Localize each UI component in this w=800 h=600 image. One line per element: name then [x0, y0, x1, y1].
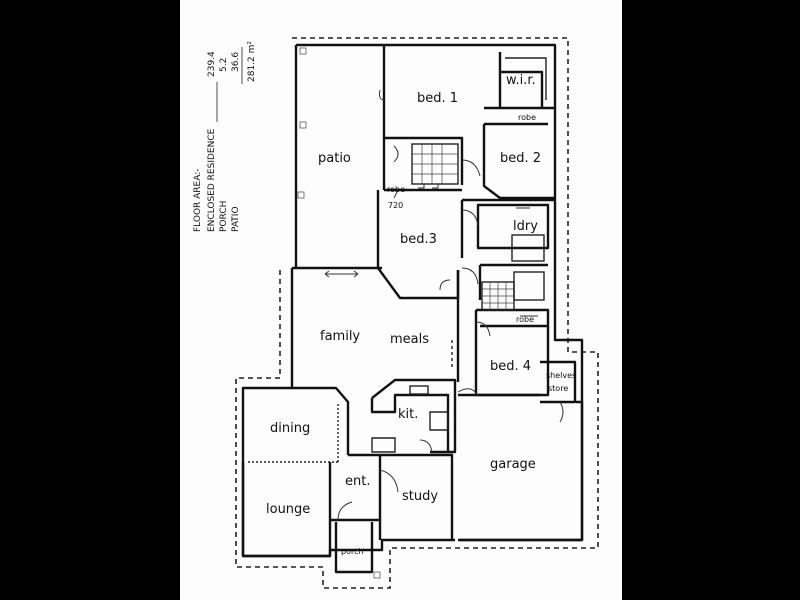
bathroom-tiles	[481, 234, 545, 311]
lounge-bay	[241, 462, 332, 558]
drawing-sheet	[180, 0, 622, 600]
post-marker	[299, 121, 307, 129]
floor-area-value-porch: 5.2	[219, 58, 229, 72]
room-label-bed3: bed.3	[400, 232, 437, 247]
bed1-walls	[382, 45, 544, 190]
post-marker	[297, 191, 305, 199]
laundry-walls	[460, 198, 555, 300]
room-label-robe-bed4: robe	[516, 315, 534, 324]
garage-walls	[458, 393, 584, 542]
boundary-outline	[235, 37, 599, 589]
room-label-study: study	[402, 489, 438, 504]
floor-area-label-porch: PORCH	[219, 201, 229, 232]
door-swings	[379, 89, 538, 337]
wir-walls	[505, 57, 547, 100]
store-walls	[540, 360, 577, 404]
room-label-patio: patio	[318, 151, 351, 166]
floor-area-value-patio: 36.6	[231, 52, 241, 72]
kitchen-pantry	[429, 411, 449, 431]
garage-doors	[457, 388, 564, 423]
floor-area-total: 281.2 m²	[247, 41, 257, 82]
room-label-bed1: bed. 1	[417, 91, 458, 106]
room-label-store: store	[548, 384, 568, 393]
room-label-garage: garage	[490, 457, 536, 472]
room-label-ldry: ldry	[513, 219, 538, 234]
ensuite-tiles	[393, 143, 459, 199]
porch-post	[373, 571, 381, 579]
room-label-shelves: shelves	[546, 371, 576, 380]
kitchen-island-end	[371, 437, 396, 453]
room-label-robe-dim: 720	[388, 201, 403, 210]
family-meals-walls	[292, 266, 460, 455]
porch-walls	[334, 522, 374, 574]
kitchen-sink	[409, 385, 429, 395]
post-marker	[299, 47, 307, 55]
floor-area-label-enclosed: ENCLOSED RESIDENCE	[207, 128, 217, 232]
room-label-lounge: lounge	[266, 502, 310, 517]
floor-area-value-enclosed: 239.4	[207, 51, 217, 77]
floor-area-heading: FLOOR AREA:-	[193, 168, 203, 232]
bed2-walls	[482, 106, 555, 200]
study-door	[379, 469, 399, 493]
room-label-robe-bed2: robe	[518, 113, 536, 122]
room-label-bed2: bed. 2	[500, 151, 541, 166]
entry-door	[337, 501, 353, 521]
room-label-wir: w.i.r.	[506, 73, 536, 88]
pantry-door	[419, 439, 433, 453]
room-label-porch: porch	[341, 547, 364, 556]
room-label-ent: ent.	[345, 474, 370, 489]
room-label-family: family	[320, 329, 360, 344]
room-label-bed4: bed. 4	[490, 359, 531, 374]
kitchen-bench	[370, 378, 457, 454]
bed4-walls	[474, 308, 550, 397]
floor-area-label-patio: PATIO	[231, 206, 241, 232]
sliding-door-arrow	[324, 270, 359, 278]
room-label-dining: dining	[270, 421, 310, 436]
room-label-kit: kit.	[398, 407, 418, 422]
room-label-robe-bed3: robe	[387, 185, 405, 194]
room-label-meals: meals	[390, 332, 429, 347]
floor-area-table: FLOOR AREA:- ENCLOSED RESIDENCE PORCH PA…	[193, 41, 257, 232]
